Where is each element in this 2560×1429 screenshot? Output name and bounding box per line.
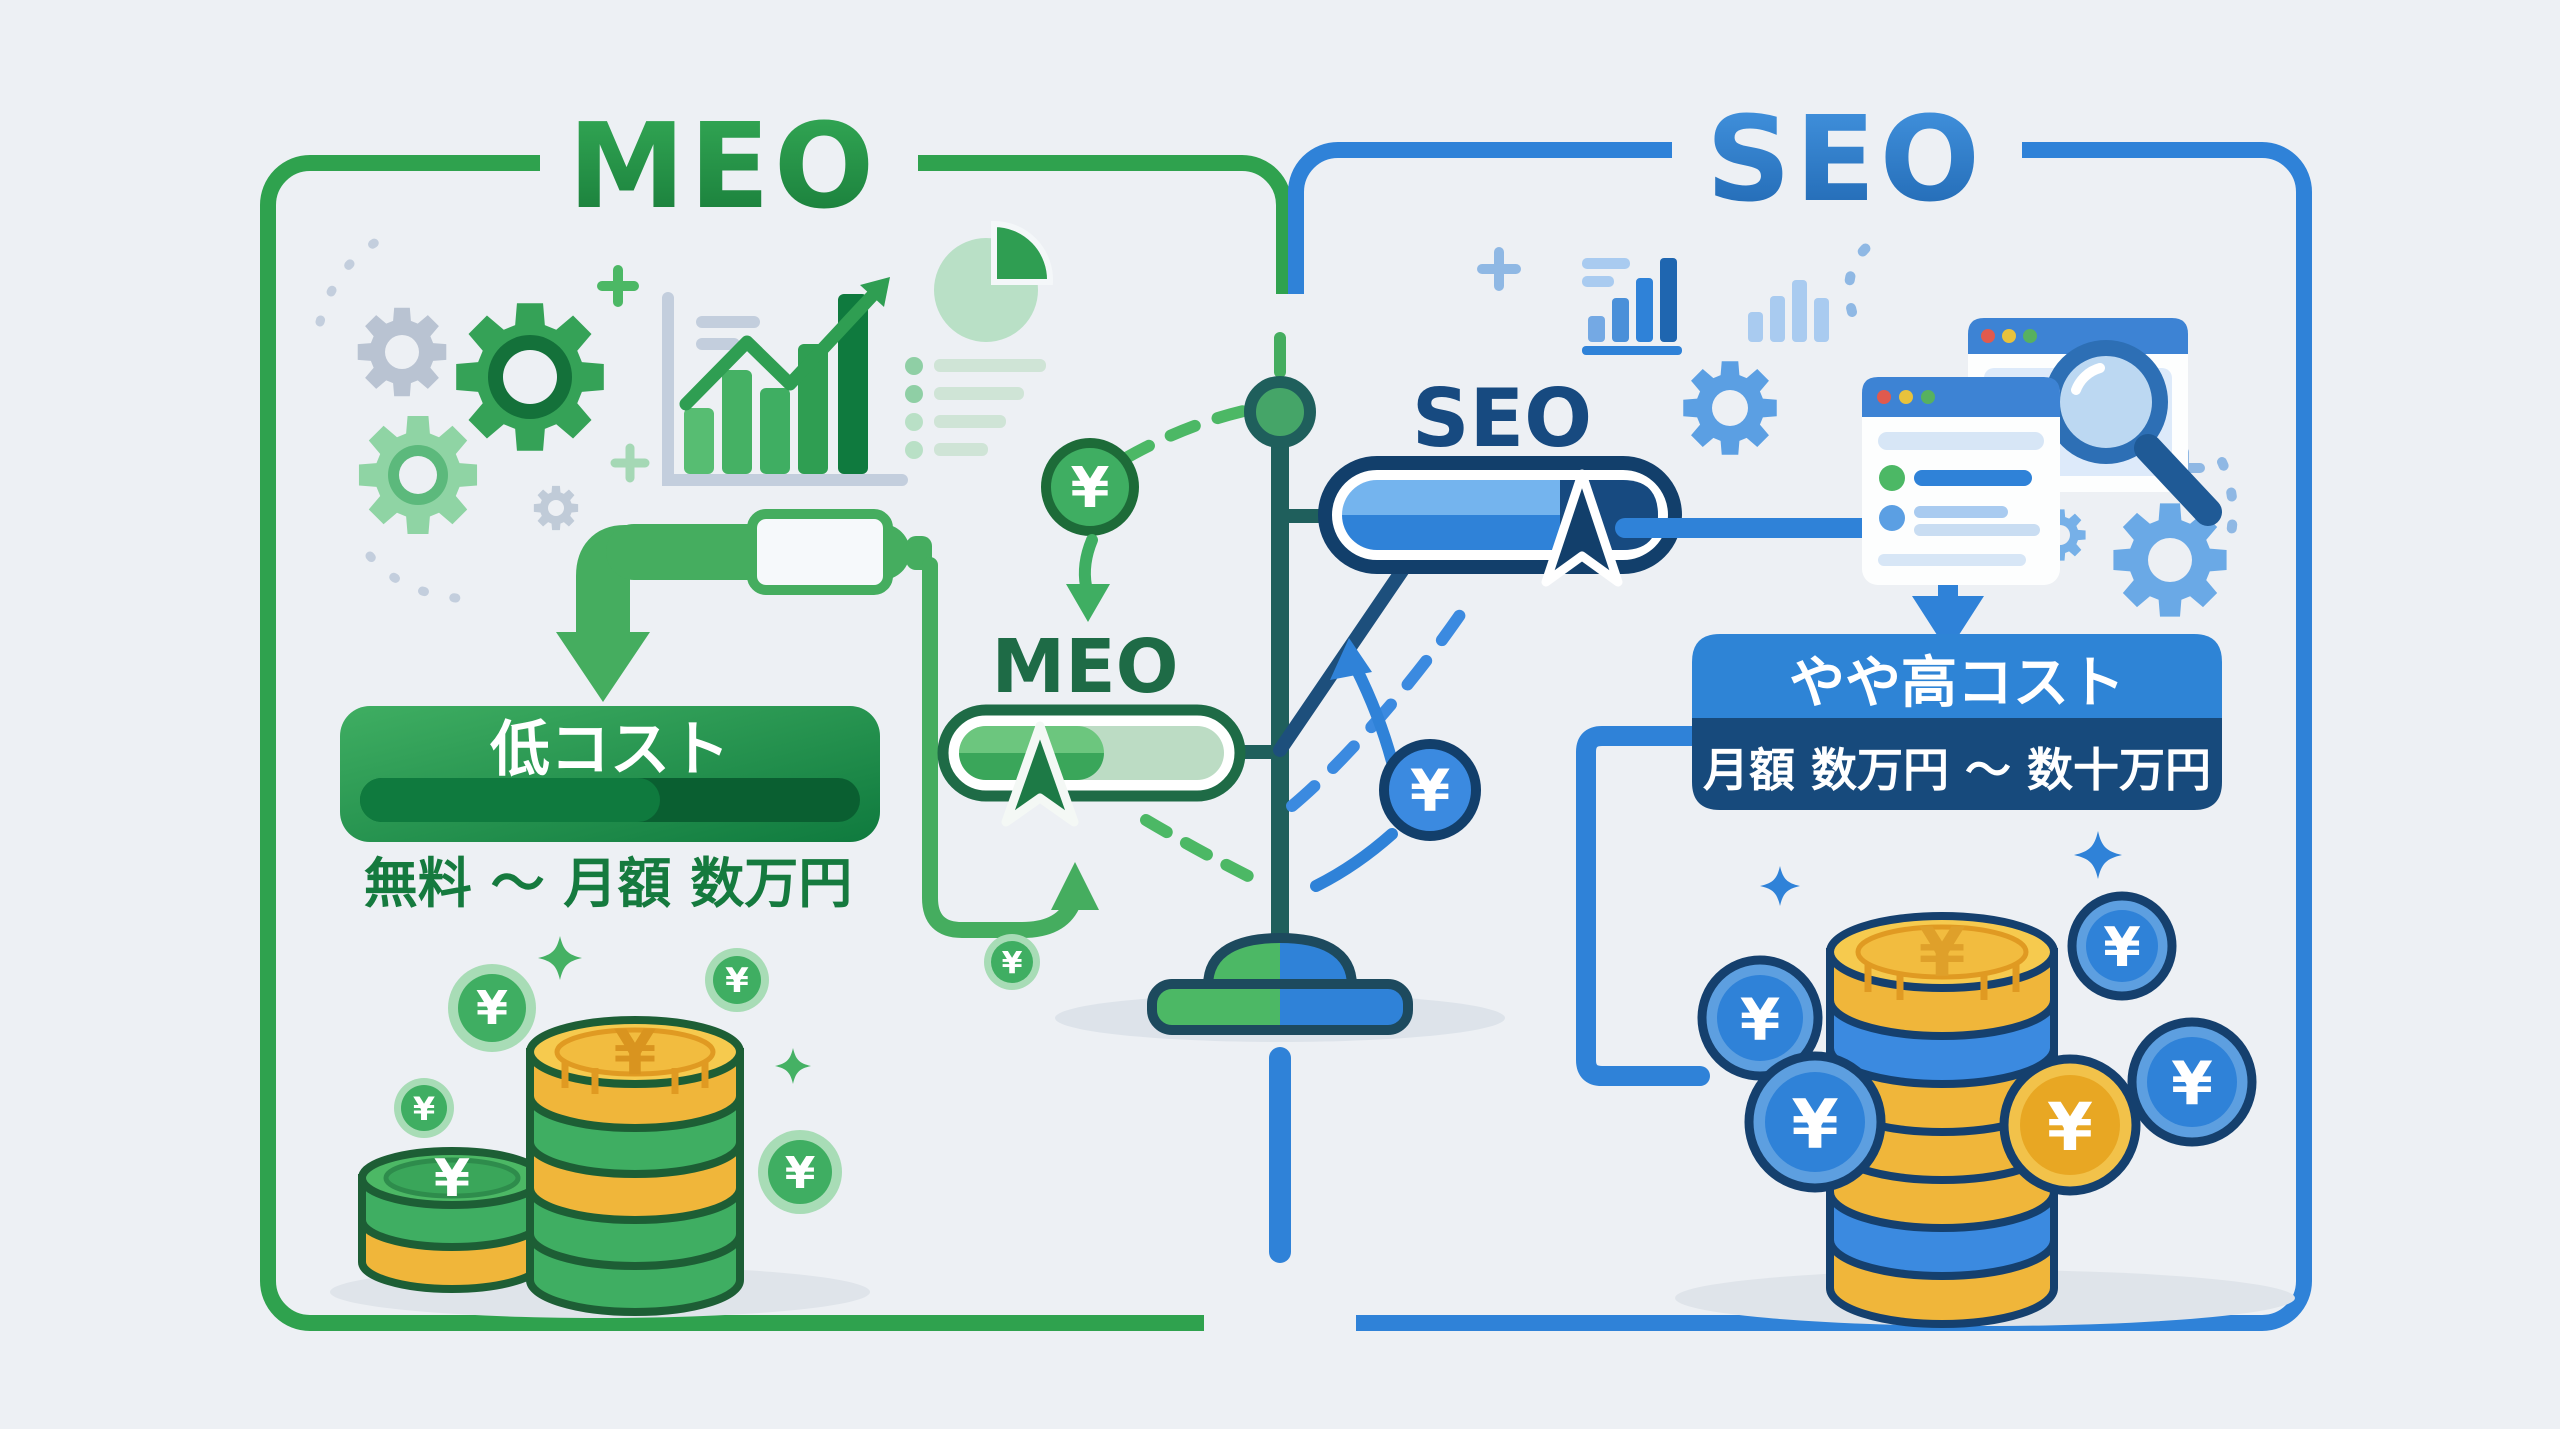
- gear-hole: [503, 350, 557, 404]
- yen-symbol: ¥: [613, 1016, 656, 1089]
- arrow-icon: [556, 632, 650, 702]
- seo-cost-range: 月額 数万円 〜 数十万円: [1703, 743, 2211, 797]
- arrow-line: [1310, 828, 1398, 892]
- yen-badge-core: [991, 941, 1033, 983]
- yen-symbol: ¥: [2047, 1089, 2093, 1166]
- gear-hole: [1712, 390, 1748, 426]
- yen-symbol: ¥: [785, 1148, 816, 1199]
- arrow-icon: [1051, 862, 1099, 910]
- yen-symbol: ¥: [1071, 456, 1110, 521]
- bar-chart-icon: [662, 277, 908, 486]
- coin-stack-icon: [526, 1016, 744, 1316]
- yen-symbol: ¥: [2171, 1049, 2213, 1119]
- high-cost-label: やや高コスト: [1789, 651, 2125, 716]
- gear-hole: [399, 456, 437, 494]
- yen-symbol: ¥: [1918, 914, 1965, 993]
- seo-title: SEO: [1706, 90, 1984, 228]
- seo-cost-marker: ¥: [1286, 606, 1481, 892]
- gear-hole: [385, 335, 419, 369]
- arrow-icon: [1066, 584, 1110, 622]
- yen-coin-icon: [1041, 438, 1139, 536]
- banner-bottom: [1692, 718, 2222, 810]
- dashed-arc: [2217, 457, 2238, 553]
- cursor-icon: [1541, 469, 1623, 587]
- stand-dome-right: [1280, 938, 1352, 986]
- stand-base-outline: [1147, 979, 1413, 1035]
- bar-chart-icon: [1748, 280, 1829, 342]
- meo-cost-range: 無料 〜 月額 数万円: [364, 852, 852, 915]
- yen-symbol: ¥: [725, 961, 749, 1001]
- yen-symbol: ¥: [1740, 986, 1780, 1054]
- yen-symbol: ¥: [1002, 946, 1023, 981]
- yen-symbol: ¥: [2103, 916, 2141, 979]
- yen-symbol: ¥: [476, 981, 508, 1035]
- cost-meter-fill: [360, 778, 660, 822]
- pie-chart-icon: [934, 220, 1054, 342]
- arrow-icon: [1912, 596, 1984, 652]
- coin-stack-icon: [1826, 912, 2058, 1328]
- seo-coin-stack: ¥ ¥ ¥ ¥ ¥ ¥: [1675, 831, 2295, 1328]
- list-icon: [905, 357, 1046, 459]
- banner-top: [1692, 634, 2222, 718]
- cursor-icon: [1001, 721, 1079, 827]
- stand-base-right: [1280, 984, 1408, 1030]
- meo-title: MEO: [568, 97, 878, 235]
- meo-coin-stack: ¥ ¥ ¥ ¥ ¥ ¥: [330, 936, 870, 1318]
- stand-dome-outline: [1202, 932, 1358, 991]
- yen-badges: [394, 948, 842, 1214]
- bar-chart-icon: [1582, 258, 1682, 355]
- frame-gap: [1204, 1286, 1356, 1368]
- meo-flow-connector: [556, 509, 1099, 938]
- arrow-icon: [1330, 638, 1372, 680]
- low-cost-banner: 低コスト: [340, 706, 880, 842]
- seo-search-pill: SEO: [1318, 372, 1682, 587]
- flow-line: [1576, 726, 1710, 1086]
- dashed-arc: [315, 225, 405, 327]
- yen-symbol: ¥: [1791, 1086, 1838, 1165]
- coin-stack-icon: [358, 1147, 546, 1293]
- seo-pill-label: SEO: [1412, 372, 1592, 465]
- frame-gap: [540, 118, 918, 214]
- dashed-arc: [1844, 243, 1871, 317]
- flow-line: [922, 557, 1080, 938]
- yen-symbol: ¥: [1410, 757, 1450, 825]
- browser-window-icon: [1862, 377, 2060, 585]
- arrow-line: [1078, 534, 1098, 592]
- gear-hole: [548, 500, 564, 516]
- sparkle-icon: [597, 265, 639, 307]
- arrow-icon: [860, 277, 890, 307]
- balance-stand-icon: [1055, 332, 1505, 1263]
- meo-decorations: [315, 220, 1054, 603]
- dashed-line-green: [1120, 404, 1254, 464]
- sparkle-icon: [1477, 247, 1521, 291]
- flow-window: [747, 509, 893, 595]
- meo-pill-label: MEO: [991, 624, 1178, 710]
- yen-symbol: ¥: [413, 1090, 435, 1128]
- high-cost-banner: やや高コスト 月額 数万円 〜 数十万円: [1692, 634, 2222, 810]
- low-cost-label: 低コスト: [490, 715, 730, 785]
- seo-decorations: [1477, 243, 2238, 617]
- meo-cost-marker: ¥ ¥: [984, 438, 1258, 990]
- frame-gap: [1672, 100, 2022, 202]
- sparkle-icon: [610, 443, 650, 483]
- dashed-line-green: [1140, 814, 1258, 884]
- yen-coin-icon: [1379, 739, 1481, 841]
- meo-search-pill: MEO: [937, 624, 1246, 827]
- yen-symbol: ¥: [434, 1149, 470, 1209]
- gear-hole: [2148, 538, 2192, 582]
- stand-top-knob: [1244, 376, 1316, 448]
- yen-medallions: [1697, 891, 2257, 1196]
